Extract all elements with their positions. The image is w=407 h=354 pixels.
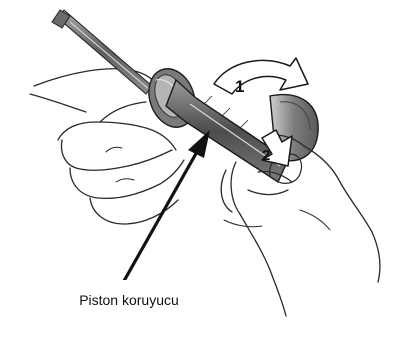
part-label-box: Piston koruyucu [46, 280, 212, 320]
step-2-number: 2 [262, 147, 270, 164]
plunger-rod [52, 10, 152, 94]
syringe-barrel [166, 80, 288, 182]
rotation-arrow [214, 58, 308, 94]
part-label: Piston koruyucu [79, 292, 179, 308]
right-hand [221, 135, 380, 316]
step-1-number: 1 [235, 77, 244, 96]
